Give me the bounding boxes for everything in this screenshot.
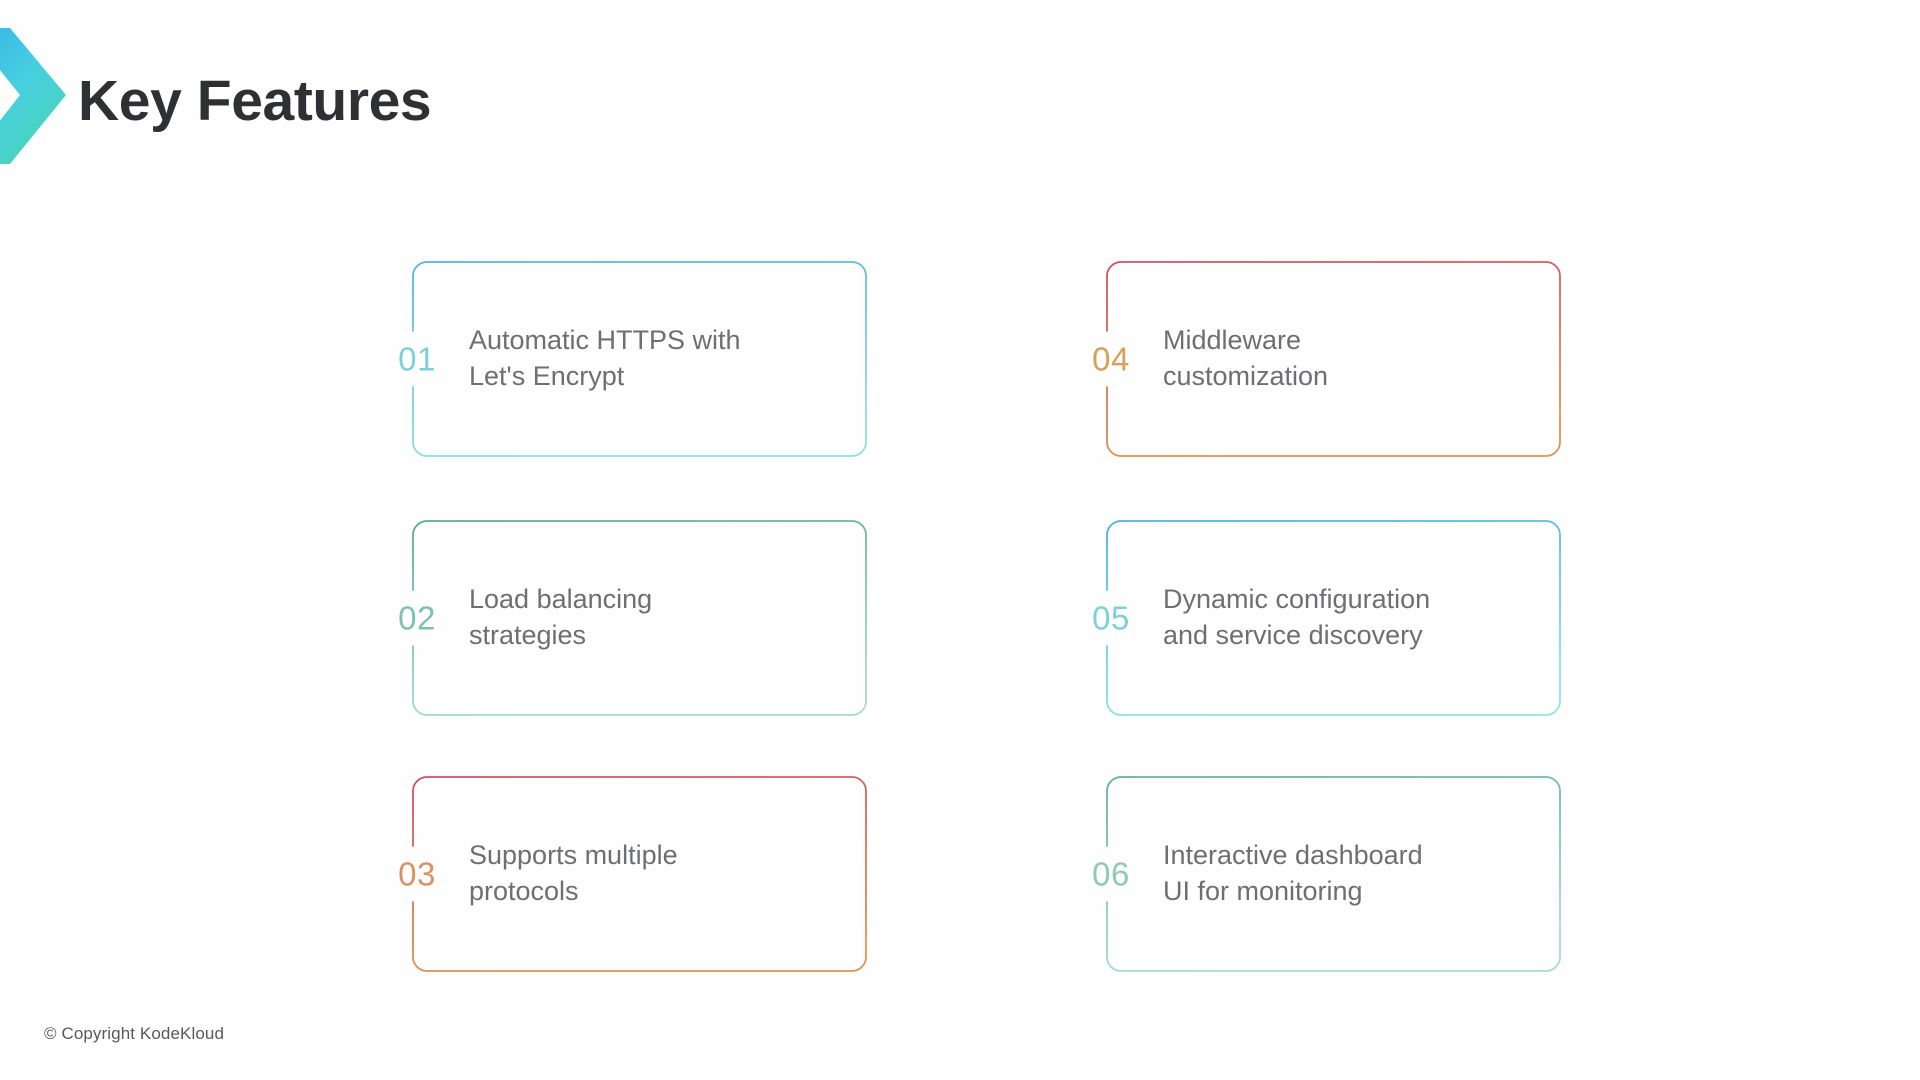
card-text-05: Dynamic configuration and service discov… <box>1163 582 1535 654</box>
card-text-06: Interactive dashboard UI for monitoring <box>1163 838 1535 910</box>
card-text-line-1: Interactive dashboard <box>1163 840 1423 871</box>
card-content-05: 05 Dynamic configuration and service dis… <box>1092 520 1561 716</box>
card-text-line-2: strategies <box>469 620 587 650</box>
card-text-02: Load balancing strategies <box>469 582 841 654</box>
card-content-04: 04 Middleware customization <box>1092 261 1561 457</box>
card-number-02: 02 <box>398 599 436 637</box>
card-border-02 <box>412 520 867 716</box>
feature-card-grid: 01 Automatic HTTPS with Let's Encrypt <box>398 261 1562 981</box>
footer-copyright: © Copyright KodeKloud <box>44 1024 225 1043</box>
card-text-01: Automatic HTTPS with Let's Encrypt <box>469 323 841 395</box>
card-text-line-2: customization <box>1163 361 1329 391</box>
card-text-line-2: protocols <box>469 876 579 906</box>
feature-card-01[interactable]: 01 Automatic HTTPS with Let's Encrypt <box>398 261 867 457</box>
feature-card-03[interactable]: 03 Supports multiple protocols <box>398 776 867 972</box>
card-content-06: 06 Interactive dashboard UI for monitori… <box>1092 776 1561 972</box>
card-text-line-2: UI for monitoring <box>1163 876 1363 906</box>
card-text-line-1: Automatic HTTPS with <box>469 325 741 356</box>
card-text-line-2: and service discovery <box>1163 620 1423 650</box>
card-border-05 <box>1106 520 1561 716</box>
card-number-01: 01 <box>398 340 436 378</box>
card-number-05: 05 <box>1092 599 1130 637</box>
card-border-03 <box>412 776 867 972</box>
card-border-04 <box>1106 261 1561 457</box>
card-text-line-1: Middleware <box>1163 325 1302 356</box>
chevron-logo-icon <box>0 26 68 166</box>
card-text-line-1: Dynamic configuration <box>1163 584 1431 615</box>
feature-card-02[interactable]: 02 Load balancing strategies <box>398 520 867 716</box>
card-content-02: 02 Load balancing strategies <box>398 520 867 716</box>
page-title: Key Features <box>78 69 432 133</box>
card-text-04: Middleware customization <box>1163 323 1535 395</box>
card-border-01 <box>412 261 867 457</box>
card-number-03: 03 <box>398 855 436 893</box>
card-border-06 <box>1106 776 1561 972</box>
card-text-line-1: Supports multiple <box>469 840 678 871</box>
feature-card-06[interactable]: 06 Interactive dashboard UI for monitori… <box>1092 776 1561 972</box>
feature-card-05[interactable]: 05 Dynamic configuration and service dis… <box>1092 520 1561 716</box>
card-content-03: 03 Supports multiple protocols <box>398 776 867 972</box>
card-text-line-2: Let's Encrypt <box>469 361 625 391</box>
card-number-06: 06 <box>1092 855 1130 893</box>
card-number-04: 04 <box>1092 340 1130 378</box>
card-text-line-1: Load balancing <box>469 584 653 615</box>
card-content-01: 01 Automatic HTTPS with Let's Encrypt <box>398 261 867 457</box>
feature-card-04[interactable]: 04 Middleware customization <box>1092 261 1561 457</box>
card-text-03: Supports multiple protocols <box>469 838 841 910</box>
